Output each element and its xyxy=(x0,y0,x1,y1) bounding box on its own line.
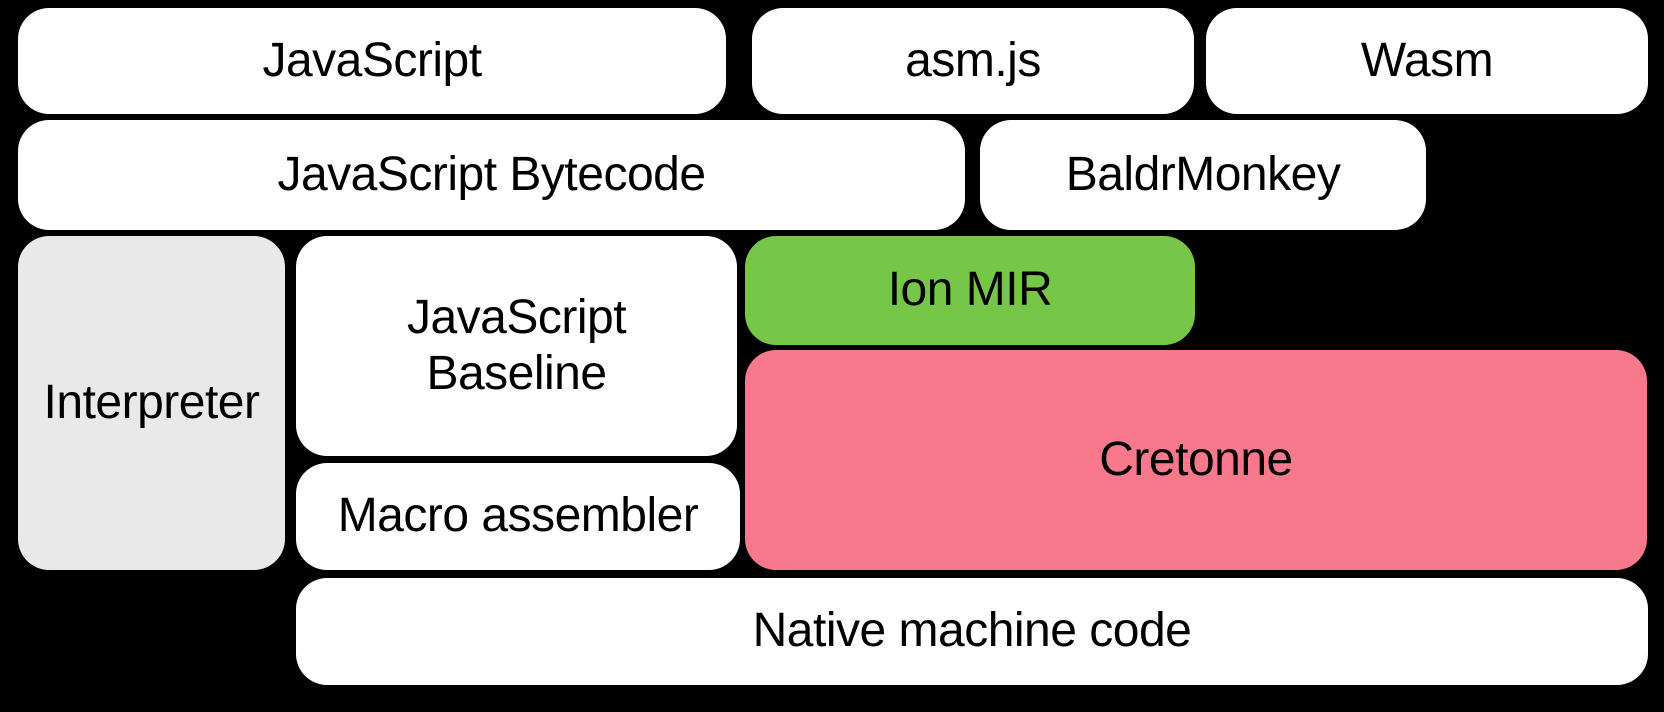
node-javascript-baseline: JavaScript Baseline xyxy=(296,236,737,456)
node-asmjs: asm.js xyxy=(752,8,1194,114)
node-cretonne-label: Cretonne xyxy=(1099,432,1293,486)
node-javascript-bytecode: JavaScript Bytecode xyxy=(18,120,965,230)
node-macro-assembler-label: Macro assembler xyxy=(337,489,699,543)
node-native-machine-code: Native machine code xyxy=(296,578,1648,685)
node-baldrmonkey-label: BaldrMonkey xyxy=(1065,147,1341,201)
node-javascript: JavaScript xyxy=(18,8,726,114)
node-javascript-bytecode-label: JavaScript Bytecode xyxy=(277,147,706,201)
node-wasm: Wasm xyxy=(1206,8,1648,114)
node-asmjs-label: asm.js xyxy=(905,33,1041,87)
node-ion-mir: Ion MIR xyxy=(745,236,1195,345)
node-interpreter: Interpreter xyxy=(18,236,285,570)
node-wasm-label: Wasm xyxy=(1360,33,1494,87)
node-macro-assembler: Macro assembler xyxy=(296,463,740,570)
node-cretonne: Cretonne xyxy=(745,350,1647,570)
node-native-machine-code-label: Native machine code xyxy=(752,604,1192,658)
node-ion-mir-label: Ion MIR xyxy=(887,263,1053,317)
node-javascript-baseline-label: JavaScript Baseline xyxy=(406,290,627,400)
node-javascript-label: JavaScript xyxy=(262,33,482,87)
node-interpreter-label: Interpreter xyxy=(43,375,260,429)
node-baldrmonkey: BaldrMonkey xyxy=(980,120,1426,230)
